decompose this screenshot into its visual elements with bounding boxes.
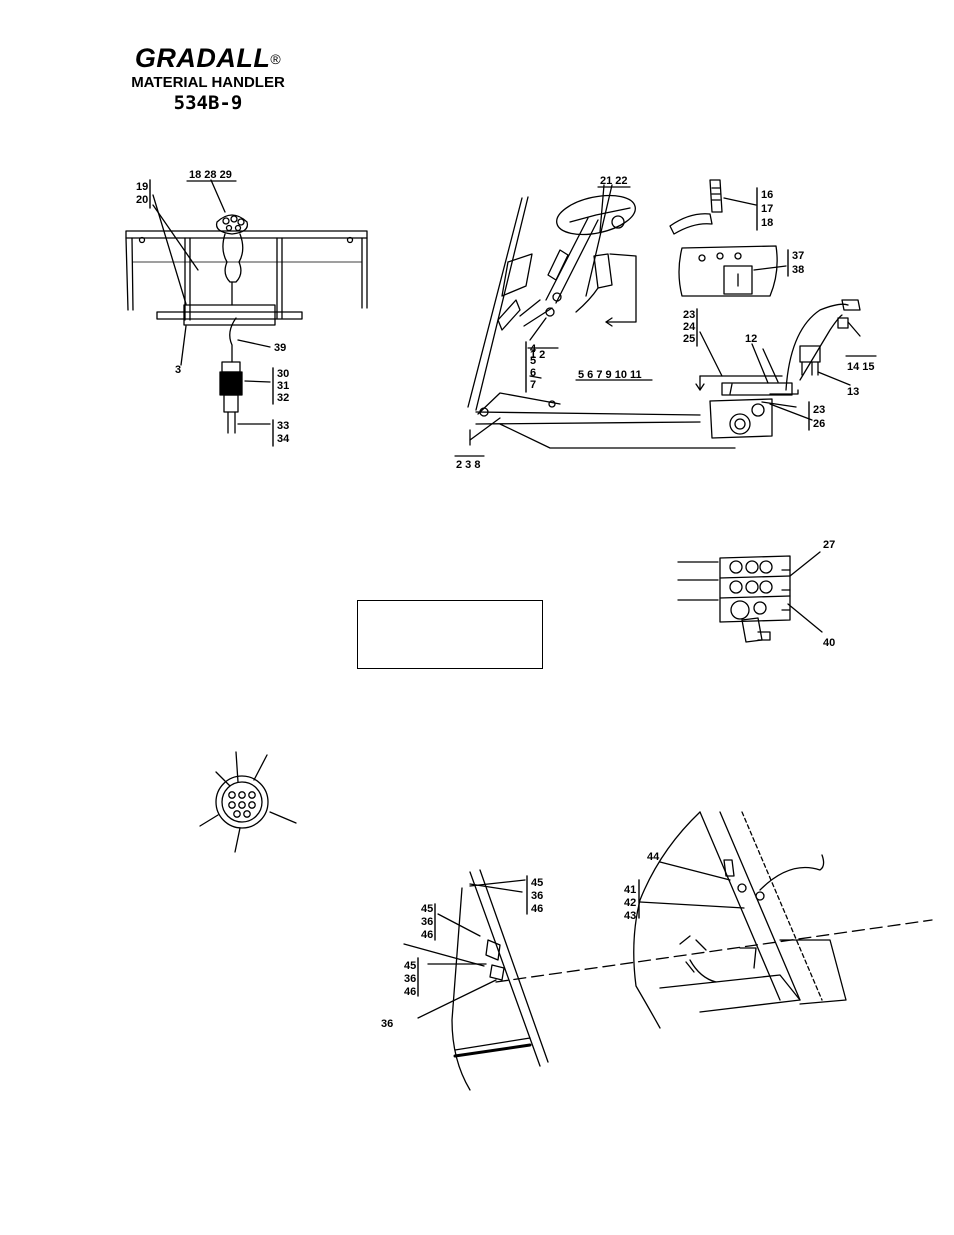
callout-32: 32	[277, 392, 289, 404]
callout-14-15: 14 15	[847, 361, 875, 373]
callout-brackets	[149, 179, 810, 997]
lever-detail-drawing	[669, 179, 757, 235]
callout-23b: 23	[813, 404, 825, 416]
callout-23: 23	[683, 309, 695, 321]
callout-33: 33	[277, 420, 289, 432]
callout-46-b: 46	[421, 929, 433, 941]
callout-42: 42	[624, 897, 636, 909]
blank-callout-box	[357, 600, 543, 669]
callout-7: 7	[530, 379, 536, 391]
callout-41: 41	[624, 884, 636, 896]
callout-45-c: 45	[404, 960, 416, 972]
callout-18: 18	[761, 217, 773, 229]
callout-40: 40	[823, 637, 835, 649]
callout-36-c: 36	[404, 973, 416, 985]
model-number: 534B-9	[173, 92, 243, 114]
callout-45-b: 45	[421, 903, 433, 915]
document-subtitle: MATERIAL HANDLER	[131, 74, 285, 91]
callout-31: 31	[277, 380, 289, 392]
cab-boom-drawing	[403, 811, 933, 1091]
callout-25: 25	[683, 333, 695, 345]
callout-19: 19	[136, 181, 148, 193]
callout-38: 38	[792, 264, 804, 276]
callout-27: 27	[823, 539, 835, 551]
panel-detail-drawing	[678, 245, 787, 297]
callout-17: 17	[761, 203, 773, 215]
callout-labels: 19 20 18 28 29 3 39 30 31 32 33 34 21 22…	[136, 169, 875, 1030]
valve-bank-drawing	[677, 551, 823, 643]
steering-linkage-drawing	[467, 184, 861, 449]
callout-44: 44	[647, 851, 660, 863]
callout-46-a: 46	[531, 903, 543, 915]
callout-46-c: 46	[404, 986, 416, 998]
callout-30: 30	[277, 368, 289, 380]
callout-16: 16	[761, 189, 773, 201]
callout-20: 20	[136, 194, 148, 206]
callout-37: 37	[792, 250, 804, 262]
brand-name: GRADALL	[134, 43, 271, 73]
callout-2-3-8: 2 3 8	[456, 459, 480, 471]
callout-26: 26	[813, 418, 825, 430]
connector-pinout-drawing	[199, 751, 297, 853]
callout-45-a: 45	[531, 877, 543, 889]
registered-mark: ®	[270, 51, 282, 67]
brand-logo: GRADALL®	[108, 44, 308, 72]
callout-21-22: 21 22	[600, 175, 628, 187]
callout-36: 36	[381, 1018, 393, 1030]
callout-36-b: 36	[421, 916, 433, 928]
joystick-assembly-drawing	[125, 179, 368, 434]
callout-13: 13	[847, 386, 859, 398]
callout-6: 6	[530, 367, 536, 379]
callout-underlines	[186, 180, 877, 457]
callout-4: 4	[530, 343, 537, 355]
callout-5: 5	[530, 355, 536, 367]
callout-18-28-29: 18 28 29	[189, 169, 232, 181]
callout-43: 43	[624, 910, 636, 922]
document-header: GRADALL® MATERIAL HANDLER 534B-9	[108, 44, 308, 114]
callout-36-a: 36	[531, 890, 543, 902]
callout-1-2-visible: 1 2	[530, 349, 545, 361]
callout-34: 34	[277, 433, 290, 445]
callout-39: 39	[274, 342, 286, 354]
callout-3: 3	[175, 364, 181, 376]
callout-24: 24	[683, 321, 696, 333]
callout-12: 12	[745, 333, 757, 345]
callout-5-6-7-9-10-11: 5 6 7 9 10 11	[578, 369, 642, 381]
